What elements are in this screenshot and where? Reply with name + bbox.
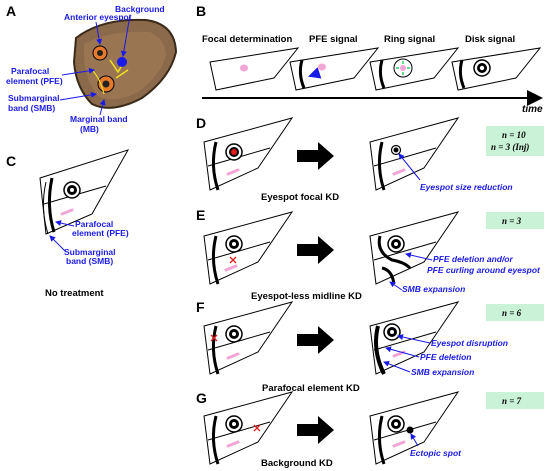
stage-label-1: Focal determination xyxy=(202,34,292,45)
panel-label-f: F xyxy=(196,299,205,315)
panel-label-e: E xyxy=(196,207,205,223)
d-count-line2: n = 3 (Inj) xyxy=(491,142,529,152)
d-title: Eyespot focal KD xyxy=(261,192,339,203)
label-smb-line1: Submarginal xyxy=(8,93,59,103)
time-axis-label: time xyxy=(522,104,543,115)
stage-label-2: PFE signal xyxy=(309,34,358,45)
g-wing-result xyxy=(369,391,460,465)
stage-label-3: Ring signal xyxy=(384,34,435,45)
c-caption: No treatment xyxy=(45,288,104,299)
e-wing-injected xyxy=(203,211,294,285)
d-wing-result xyxy=(369,117,460,191)
panel-g: G Ectopic spot Background KD n = 7 xyxy=(196,390,544,469)
e-note-pfe-deletion: PFE deletion and/or xyxy=(433,254,514,264)
panel-e: E PFE deletion and/or PFE curling around… xyxy=(196,207,544,302)
untreated-wing xyxy=(39,149,130,235)
e-note-smb-expansion: SMB expansion xyxy=(402,284,465,294)
e-count-box xyxy=(486,212,544,229)
label-pfe-line2: element (PFE) xyxy=(6,76,63,86)
e-note-pfe-curling: PFE curling around eyespot xyxy=(427,265,541,275)
label-pfe-line1: Parafocal xyxy=(11,66,49,76)
panel-label-b: B xyxy=(196,3,206,19)
panel-label-g: G xyxy=(196,390,207,406)
g-wing-injected xyxy=(203,391,294,465)
label-background: Background xyxy=(115,4,165,14)
c-label-smb-line2: band (SMB) xyxy=(66,256,113,266)
background-marker xyxy=(117,57,127,67)
label-mb-line1: Marginal band xyxy=(70,114,128,124)
c-label-pfe-line1: Parafocal xyxy=(75,219,113,229)
panel-a: A Anterior eyespot Background Parafocal … xyxy=(6,3,178,134)
f-wing-injected xyxy=(203,301,294,375)
panel-f: F Eyespot disruption PFE deletion SMB ex… xyxy=(196,299,544,394)
f-note-smb-expansion: SMB expansion xyxy=(411,367,474,377)
panel-b: B Focal determination PFE signal Ring si… xyxy=(196,3,543,115)
d-wing-injected xyxy=(203,117,294,191)
stage-label-4: Disk signal xyxy=(465,34,515,45)
d-result-arrow xyxy=(297,142,334,170)
f-count-box xyxy=(486,304,544,321)
ectopic-spot xyxy=(406,426,414,434)
f-note-pfe-deletion: PFE deletion xyxy=(420,352,471,362)
g-title: Background KD xyxy=(261,458,333,469)
d-count-box xyxy=(486,126,544,156)
stage-wing-3 xyxy=(369,47,460,91)
panel-c: C Parafocal element (PFE) Submarginal ba… xyxy=(6,149,130,299)
g-count-box xyxy=(486,392,544,409)
stage-wing-1 xyxy=(209,47,300,91)
f-wing-result xyxy=(369,301,460,375)
e-result-arrow xyxy=(297,236,334,264)
label-mb-line2: (MB) xyxy=(80,124,99,134)
d-count-line1: n = 10 xyxy=(502,130,526,140)
stage-wing-2 xyxy=(289,47,380,91)
panel-label-c: C xyxy=(6,153,16,169)
panel-label-d: D xyxy=(196,115,206,131)
c-label-smb-line1: Submarginal xyxy=(64,247,115,257)
stage-wing-4 xyxy=(451,47,542,91)
f-result-arrow xyxy=(297,326,334,354)
e-title: Eyespot-less midline KD xyxy=(251,291,362,302)
f-note-eyespot-disruption: Eyespot disruption xyxy=(431,338,508,348)
label-smb-line2: band (SMB) xyxy=(8,103,55,113)
f-title: Parafocal element KD xyxy=(262,383,360,394)
f-count-line1: n = 6 xyxy=(502,308,522,318)
label-anterior-eyespot: Anterior eyespot xyxy=(64,12,132,22)
panel-d: D Eyespot size reduction Eyespot focal K… xyxy=(196,115,544,203)
anterior-eyespot xyxy=(92,45,108,61)
panel-label-a: A xyxy=(6,3,16,19)
d-note-size-reduction: Eyespot size reduction xyxy=(420,182,513,192)
g-result-arrow xyxy=(297,416,334,444)
g-count-line1: n = 7 xyxy=(502,396,522,406)
e-wing-result xyxy=(369,211,460,285)
e-count-line1: n = 3 xyxy=(502,216,522,226)
g-note-ectopic-spot: Ectopic spot xyxy=(410,448,462,458)
c-label-pfe-line2: element (PFE) xyxy=(72,228,129,238)
